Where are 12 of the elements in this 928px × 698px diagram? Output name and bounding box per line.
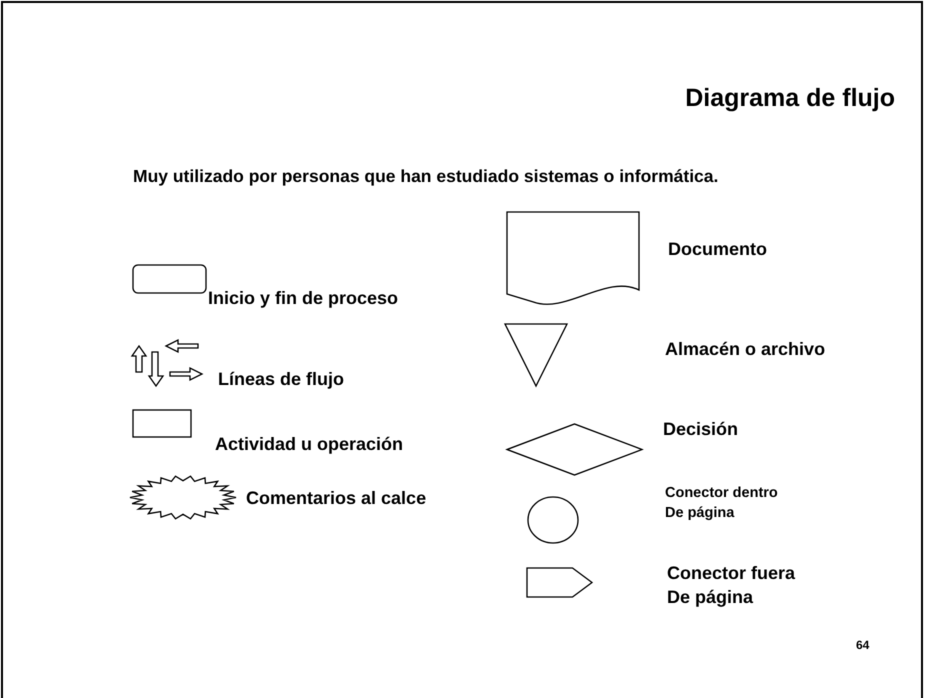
symbol-label: Líneas de flujo	[218, 368, 346, 391]
symbol-label: Documento	[668, 238, 768, 261]
symbol-label: Comentarios al calce	[246, 487, 428, 510]
slide-title: Diagrama de flujo	[685, 84, 895, 113]
symbol-label: Decisión	[663, 418, 740, 441]
page-number: 64	[856, 638, 870, 652]
symbol-label: Conector dentro De página	[665, 484, 779, 523]
symbol-label: Inicio y fin de proceso	[208, 287, 400, 310]
symbol-label: Almacén o archivo	[665, 338, 826, 361]
symbol-label: Conector fuera De página	[667, 562, 796, 610]
symbol-label: Actividad u operación	[215, 433, 404, 456]
subtitle: Muy utilizado por personas que han estudiado sistemas o informática.	[133, 166, 718, 187]
